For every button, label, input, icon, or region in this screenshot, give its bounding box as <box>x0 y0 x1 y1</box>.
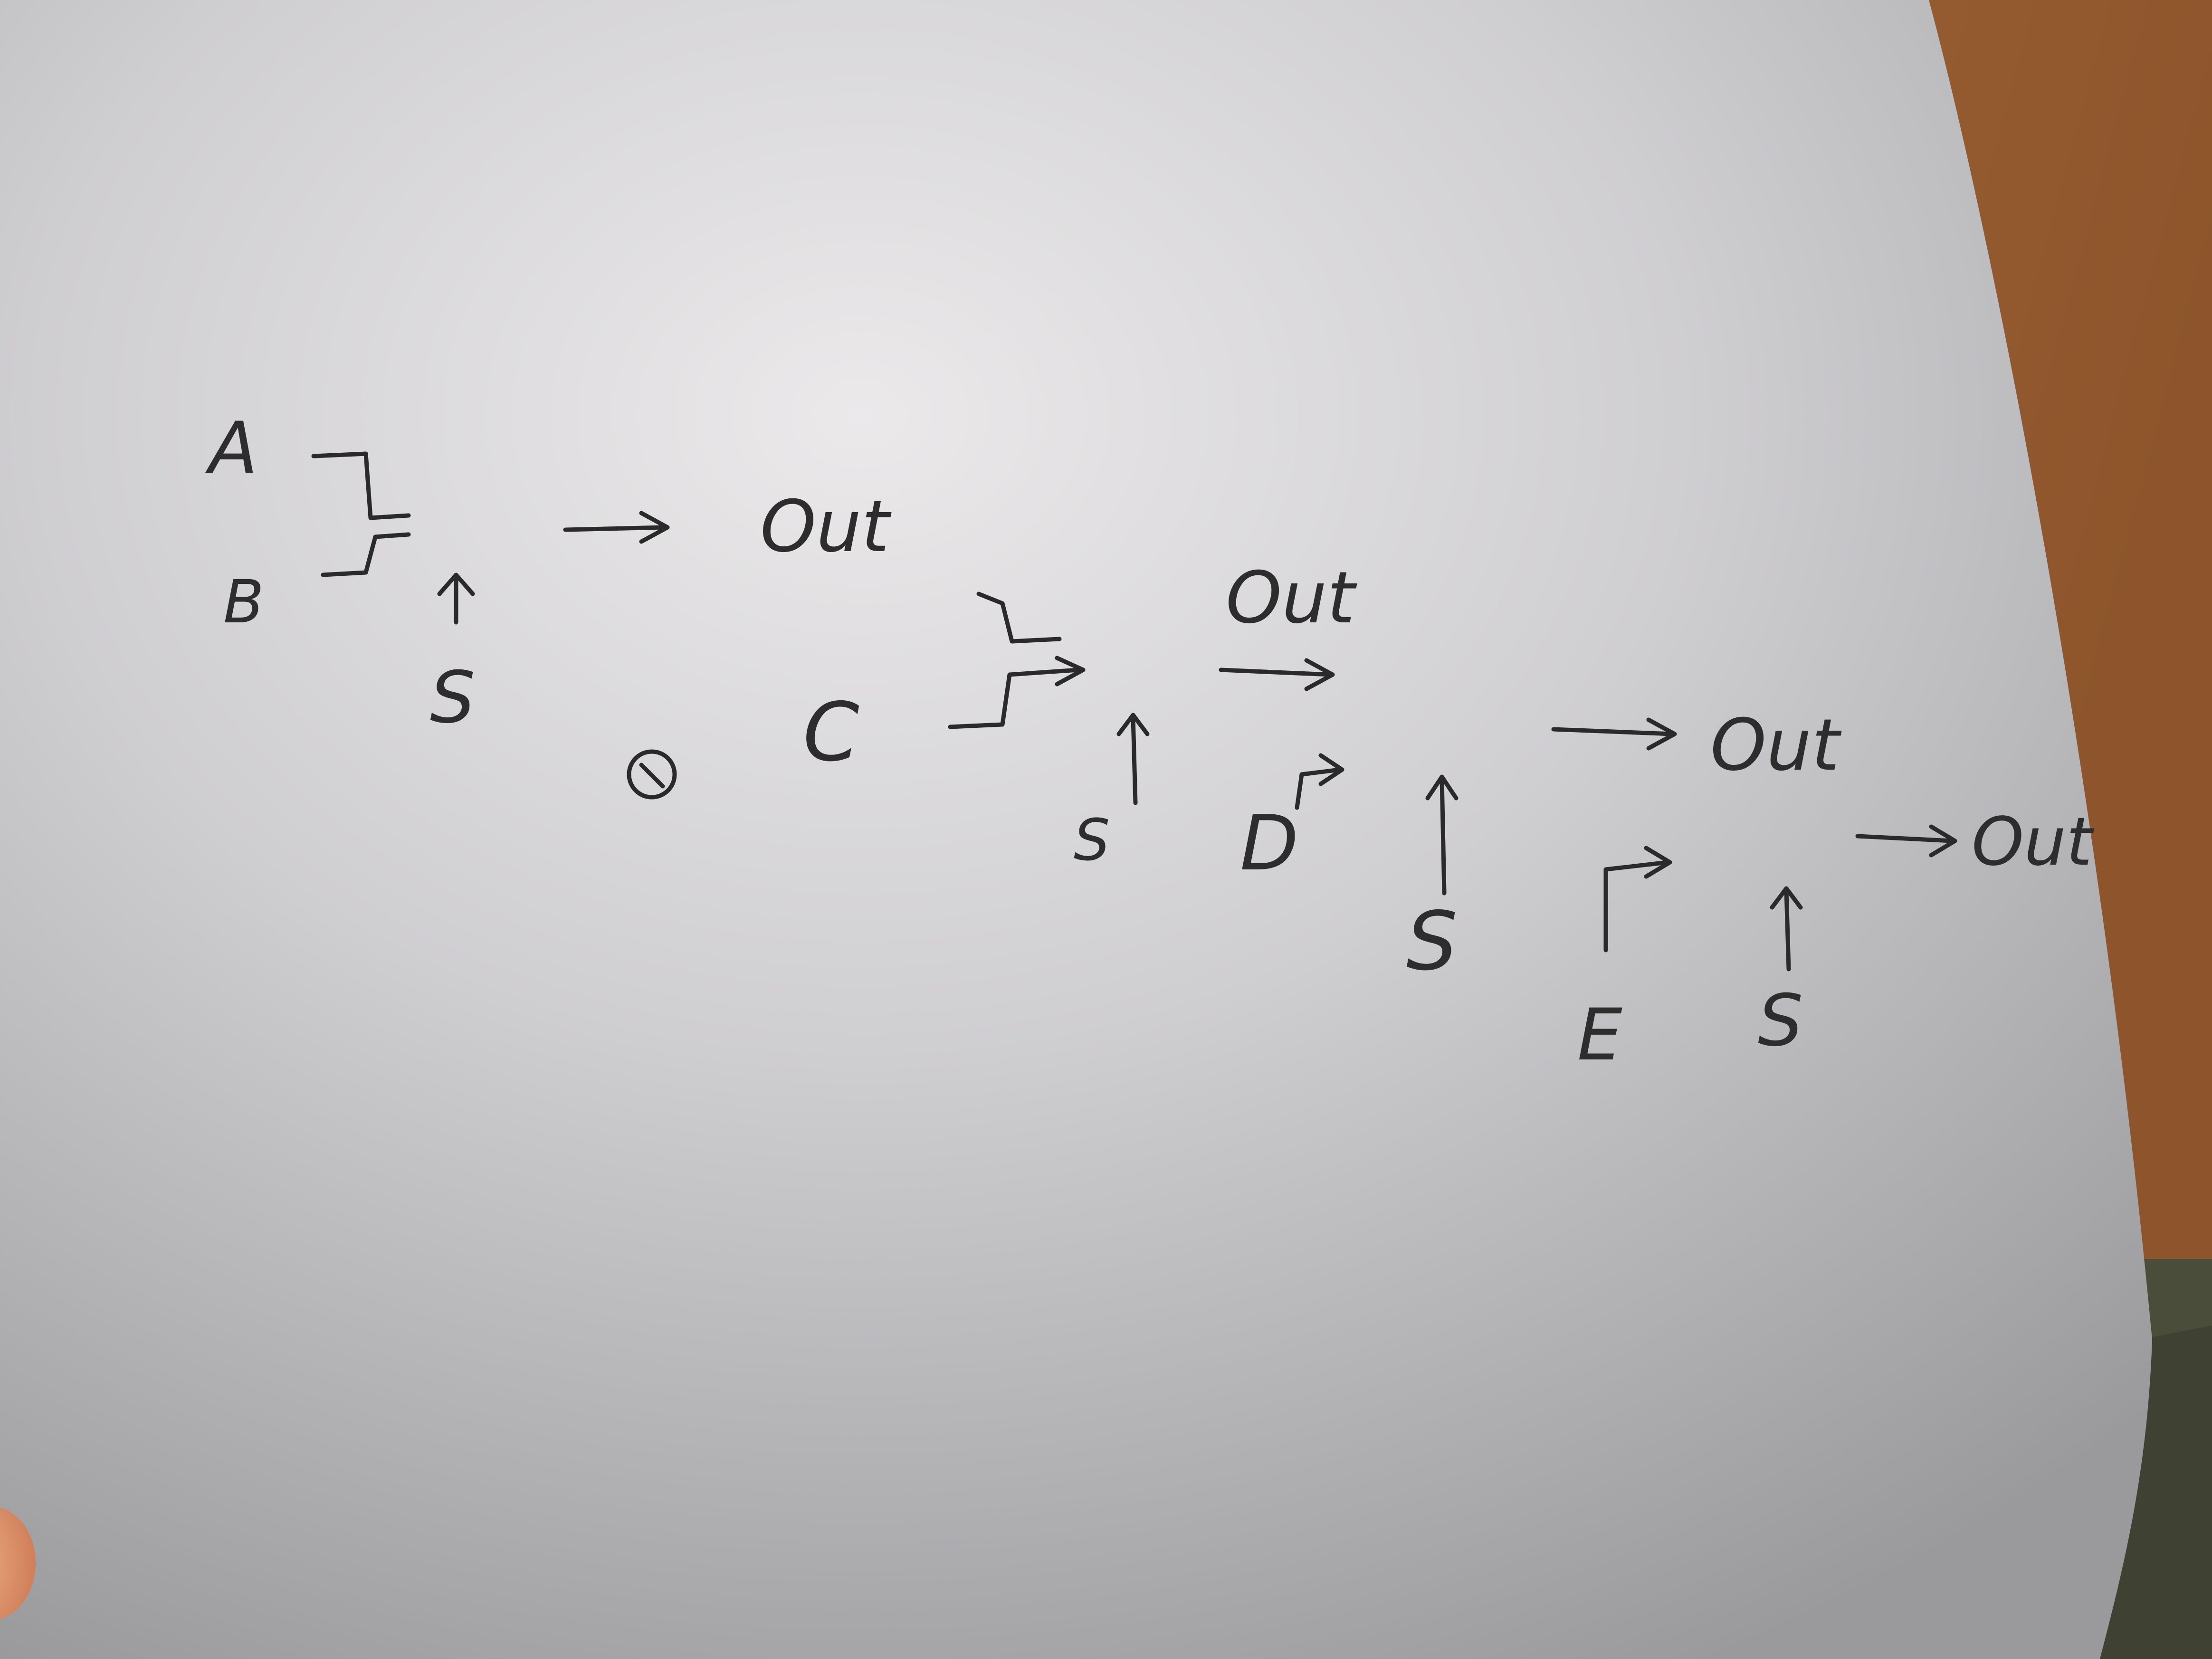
output-arrow-4 <box>1855 824 1957 858</box>
mux-bracket-2 <box>948 591 1086 729</box>
select-arrow-4 <box>1770 886 1803 972</box>
label-output-4: Out <box>1972 803 2095 881</box>
input-q-tail <box>639 763 665 789</box>
label-input-a: A <box>205 407 258 490</box>
label-select-1: S <box>430 657 475 739</box>
label-output-1: Out <box>760 486 892 568</box>
select-arrow-3 <box>1425 774 1459 896</box>
fingertip <box>0 1507 36 1619</box>
input-d-arrow <box>1295 753 1344 810</box>
label-output-2: Out <box>1226 557 1357 639</box>
label-select-4: S <box>1758 980 1803 1062</box>
label-select-2: S <box>1074 808 1110 874</box>
stage-1: A B S Out <box>205 407 892 739</box>
select-arrow-1 <box>437 572 475 625</box>
input-e-arrow <box>1603 846 1672 953</box>
output-arrow-1 <box>563 511 670 544</box>
label-input-b: B <box>223 568 264 637</box>
input-q-circle <box>627 749 677 800</box>
label-select-3: S <box>1406 895 1458 989</box>
stage-4: E S Out <box>1577 803 2095 1077</box>
label-input-c: C <box>803 686 859 780</box>
stage-2: C S Out <box>627 557 1357 874</box>
output-arrow-3 <box>1551 717 1677 751</box>
select-arrow-2 <box>1116 713 1150 805</box>
label-output-3: Out <box>1710 704 1842 787</box>
paper-sheet <box>0 0 2152 1659</box>
stage-3: D S Out <box>1240 704 1842 989</box>
mux-bracket-1 <box>311 451 411 577</box>
label-input-d: D <box>1240 799 1298 887</box>
label-input-e: E <box>1577 994 1622 1077</box>
output-arrow-2 <box>1219 658 1335 691</box>
